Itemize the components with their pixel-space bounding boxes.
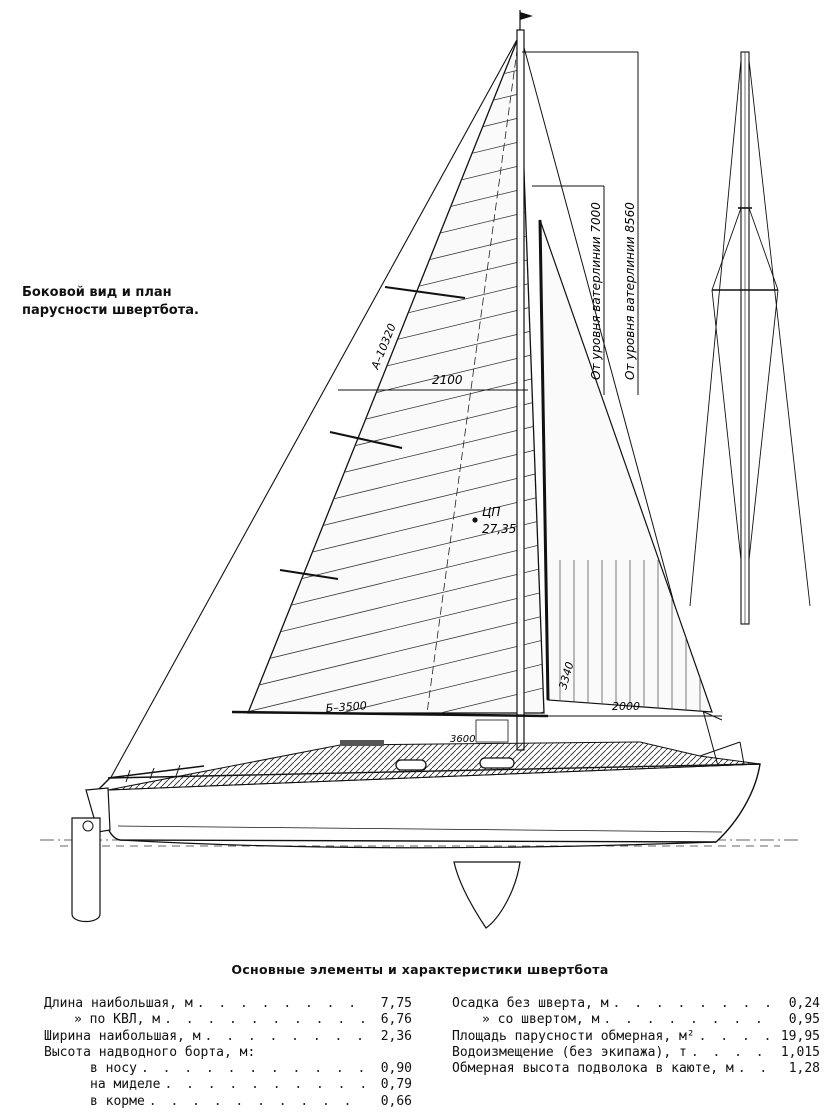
mainsail-hatch-line [248,635,544,713]
spec-row: Водоизмещение (без экипажа), т 1,015 [452,1045,820,1061]
center-value-label: 27,35 [482,522,516,536]
spec-row: » по КВЛ, м 6,76 [44,1012,412,1028]
spec-label: Длина наибольшая, м [44,996,193,1011]
spec-row: Ширина наибольшая, м 2,36 [44,1029,412,1045]
spec-label: » со швертом, м [482,1012,600,1028]
boom [231,710,549,718]
spec-row: на миделе 0,79 [44,1077,412,1093]
spec-row: в корме 0,66 [44,1094,412,1110]
spec-row: в носу 0,90 [44,1061,412,1077]
spec-row: Длина наибольшая, м 7,75 [44,996,412,1012]
leader-dots [160,1012,366,1028]
spec-value: 19,95 [780,1028,820,1044]
spec-row: Осадка без шверта, м 0,24 [452,996,820,1012]
spec-label: в корме [90,1093,145,1109]
leader-dots [201,1029,366,1045]
spec-value: 0,95 [788,1012,820,1028]
leader-dots [137,1061,366,1077]
spec-label: Площадь парусности обмерная, м² [452,1028,695,1044]
spec-label: Водоизмещение (без экипажа), т [452,1044,687,1060]
leader-dots [609,996,774,1012]
spec-row: » со швертом, м 0,95 [452,1012,820,1028]
specs-title: Основные элементы и характеристики шверт… [231,962,609,977]
spec-value: 0,24 [788,996,820,1011]
mast-front-view [689,51,811,625]
spec-value: 0,79 [380,1077,412,1093]
drawing-caption: Боковой вид и план парусности швертбота. [22,285,199,318]
base-label: 3600 [450,734,475,745]
leader-dots [145,1094,366,1110]
spec-value: 6,76 [380,1012,412,1028]
spec-value: 2,36 [380,1028,412,1044]
forestay [103,35,520,791]
height-label-b: От уровня ватерлинии 8560 [623,202,637,380]
leader-dots [193,996,366,1012]
mainsail-hatch-line [248,659,544,713]
mainsail-hatch-line [248,683,544,713]
specs-left-column: Длина наибольшая, м7,75» по КВЛ, м6,76Ши… [44,996,412,1110]
spec-value: 0,90 [380,1061,412,1077]
spec-label: Высота надводного борта, м: [44,1044,256,1060]
hull [71,719,761,929]
center-name-label: ЦП [482,505,500,519]
spec-value: 0,66 [380,1093,412,1109]
spec-label: Ширина наибольшая, м [44,1028,201,1044]
mainsail-hatch-line [248,587,544,669]
leader-dots [599,1012,774,1028]
mainsail-hatch-line [248,611,544,693]
spec-label: Осадка без шверта, м [452,996,609,1011]
leader-dots [695,1029,774,1045]
mainsail-hatch-line [248,563,544,645]
spec-value: 1,015 [780,1044,820,1060]
spec-value [366,1045,412,1061]
spec-value: 7,75 [380,996,412,1011]
spec-row: Обмерная высота подволока в каюте, м 1,28 [452,1061,820,1077]
foot-label: Б–3500 [325,699,367,715]
leader-dots [255,1045,366,1061]
leader-dots [160,1077,366,1093]
spec-value: 1,28 [788,1061,820,1077]
jib-foot-label: 2000 [612,700,640,713]
spec-label: Обмерная высота подволока в каюте, м [452,1061,734,1077]
spec-row: Высота надводного борта, м: [44,1045,412,1061]
leader-dots [734,1061,774,1077]
leader-dots [687,1045,774,1061]
height-dimensions [522,51,639,395]
specs-right-column: Осадка без шверта, м 0,24 » со швертом, м 0… [452,996,820,1077]
span-label: 2100 [432,373,463,387]
height-label-a: От уровня ватерлинии 7000 [589,202,603,380]
center-of-effort-marker [472,517,478,523]
spec-label: в носу [90,1061,137,1077]
sail-plan-drawing: От уровня ватерлинии 7000 От уровня вате… [40,10,811,929]
spec-label: » по КВЛ, м [74,1012,161,1028]
battens [279,286,466,580]
spec-label: на миделе [90,1077,161,1093]
spec-row: Площадь парусности обмерная, м² 19,95 [452,1029,820,1045]
